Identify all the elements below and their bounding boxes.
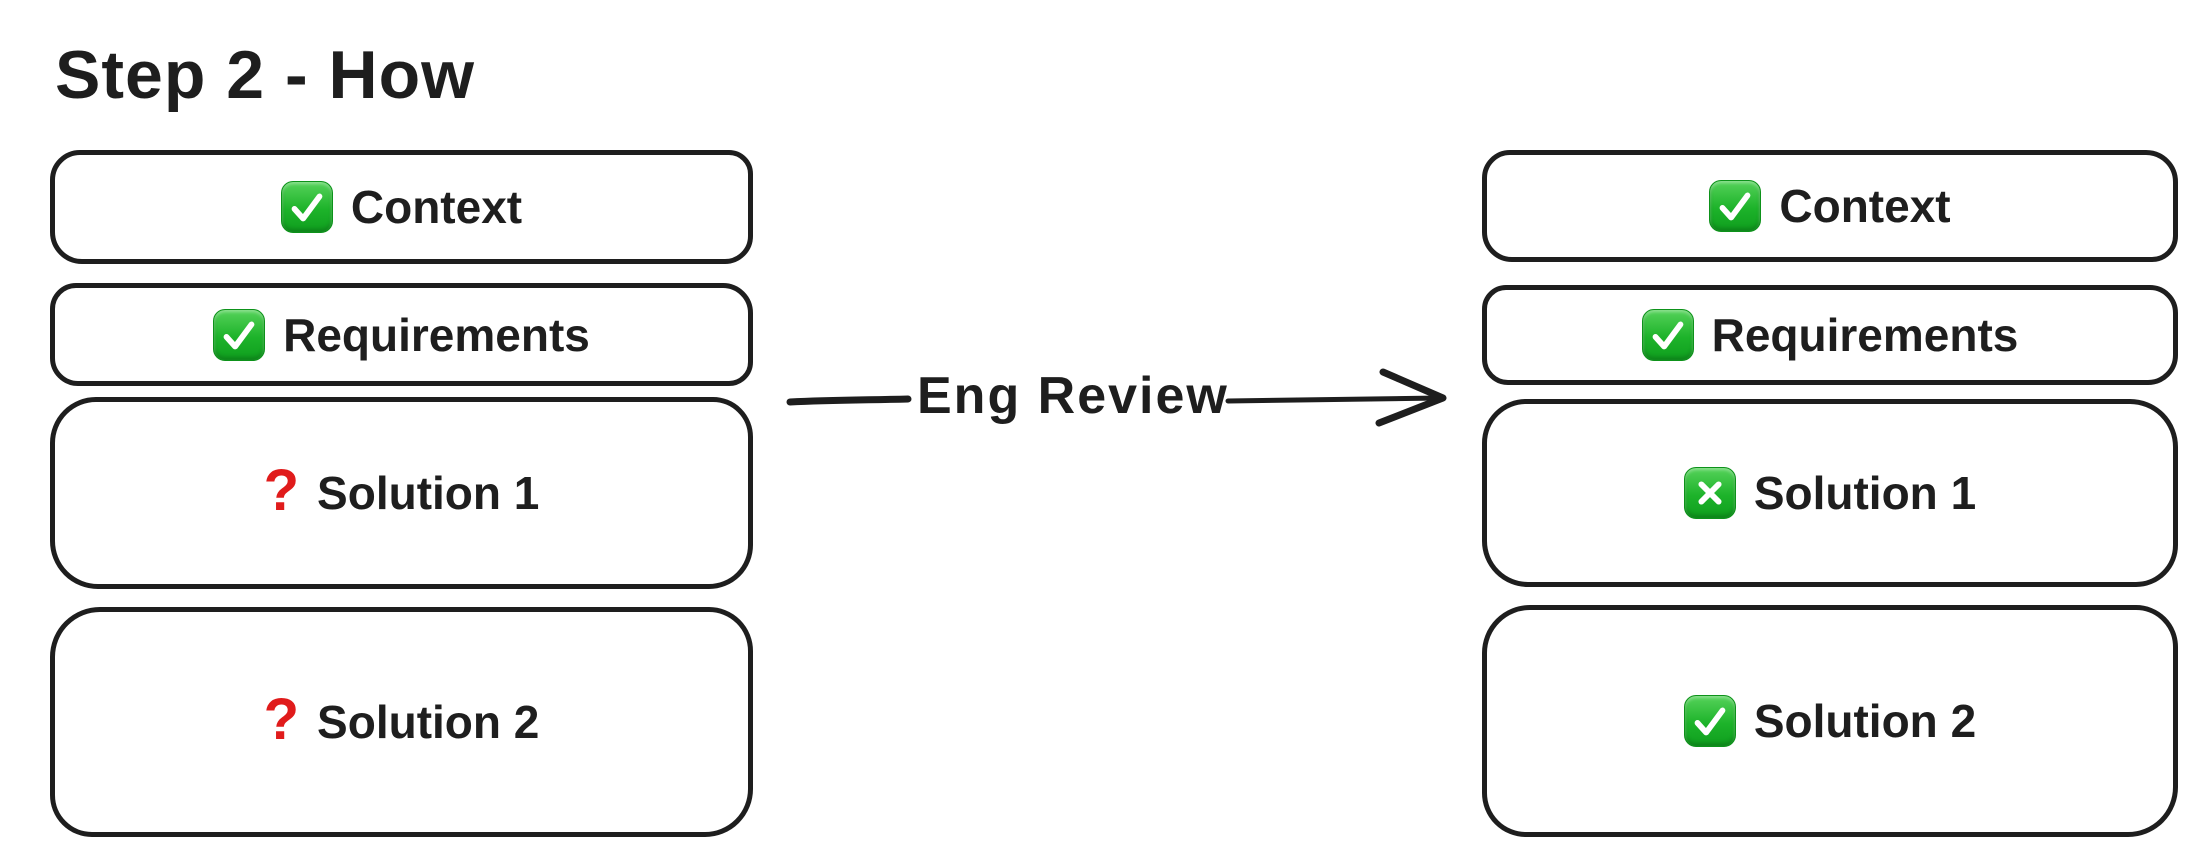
check-emoji-icon <box>213 308 266 361</box>
check-emoji-icon <box>1709 180 1762 232</box>
box-label: Solution 1 <box>1753 467 1977 519</box>
check-emoji-icon <box>280 181 333 233</box>
before-solution-1-box: ? Solution 1 <box>50 397 753 589</box>
box-label: Solution 2 <box>1753 695 1977 747</box>
before-solution-2-box: ? Solution 2 <box>50 607 753 837</box>
before-requirements-box: Requirements <box>50 283 753 386</box>
check-emoji-icon <box>1683 695 1736 747</box>
cross-emoji-icon <box>1683 467 1736 519</box>
diagram-title: Step 2 - How <box>55 37 476 113</box>
after-solution-1-box: Solution 1 <box>1482 399 2178 587</box>
before-context-box: Context <box>50 150 753 264</box>
question-mark-icon: ? <box>263 687 300 752</box>
check-emoji-icon <box>1641 309 1694 361</box>
after-solution-2-box: Solution 2 <box>1482 605 2178 837</box>
question-mark-icon: ? <box>263 458 300 523</box>
arrow-label: Eng Review <box>917 367 1229 425</box>
box-label: Requirements <box>1711 309 2019 361</box>
box-label: Context <box>1779 180 1951 232</box>
box-label: Solution 2 <box>317 696 540 748</box>
eng-review-arrow-icon <box>786 368 1447 427</box>
box-label: Context <box>350 181 523 233</box>
box-label: Requirements <box>283 308 590 361</box>
after-requirements-box: Requirements <box>1482 285 2178 385</box>
after-context-box: Context <box>1482 150 2178 262</box>
box-label: Solution 1 <box>317 467 540 519</box>
